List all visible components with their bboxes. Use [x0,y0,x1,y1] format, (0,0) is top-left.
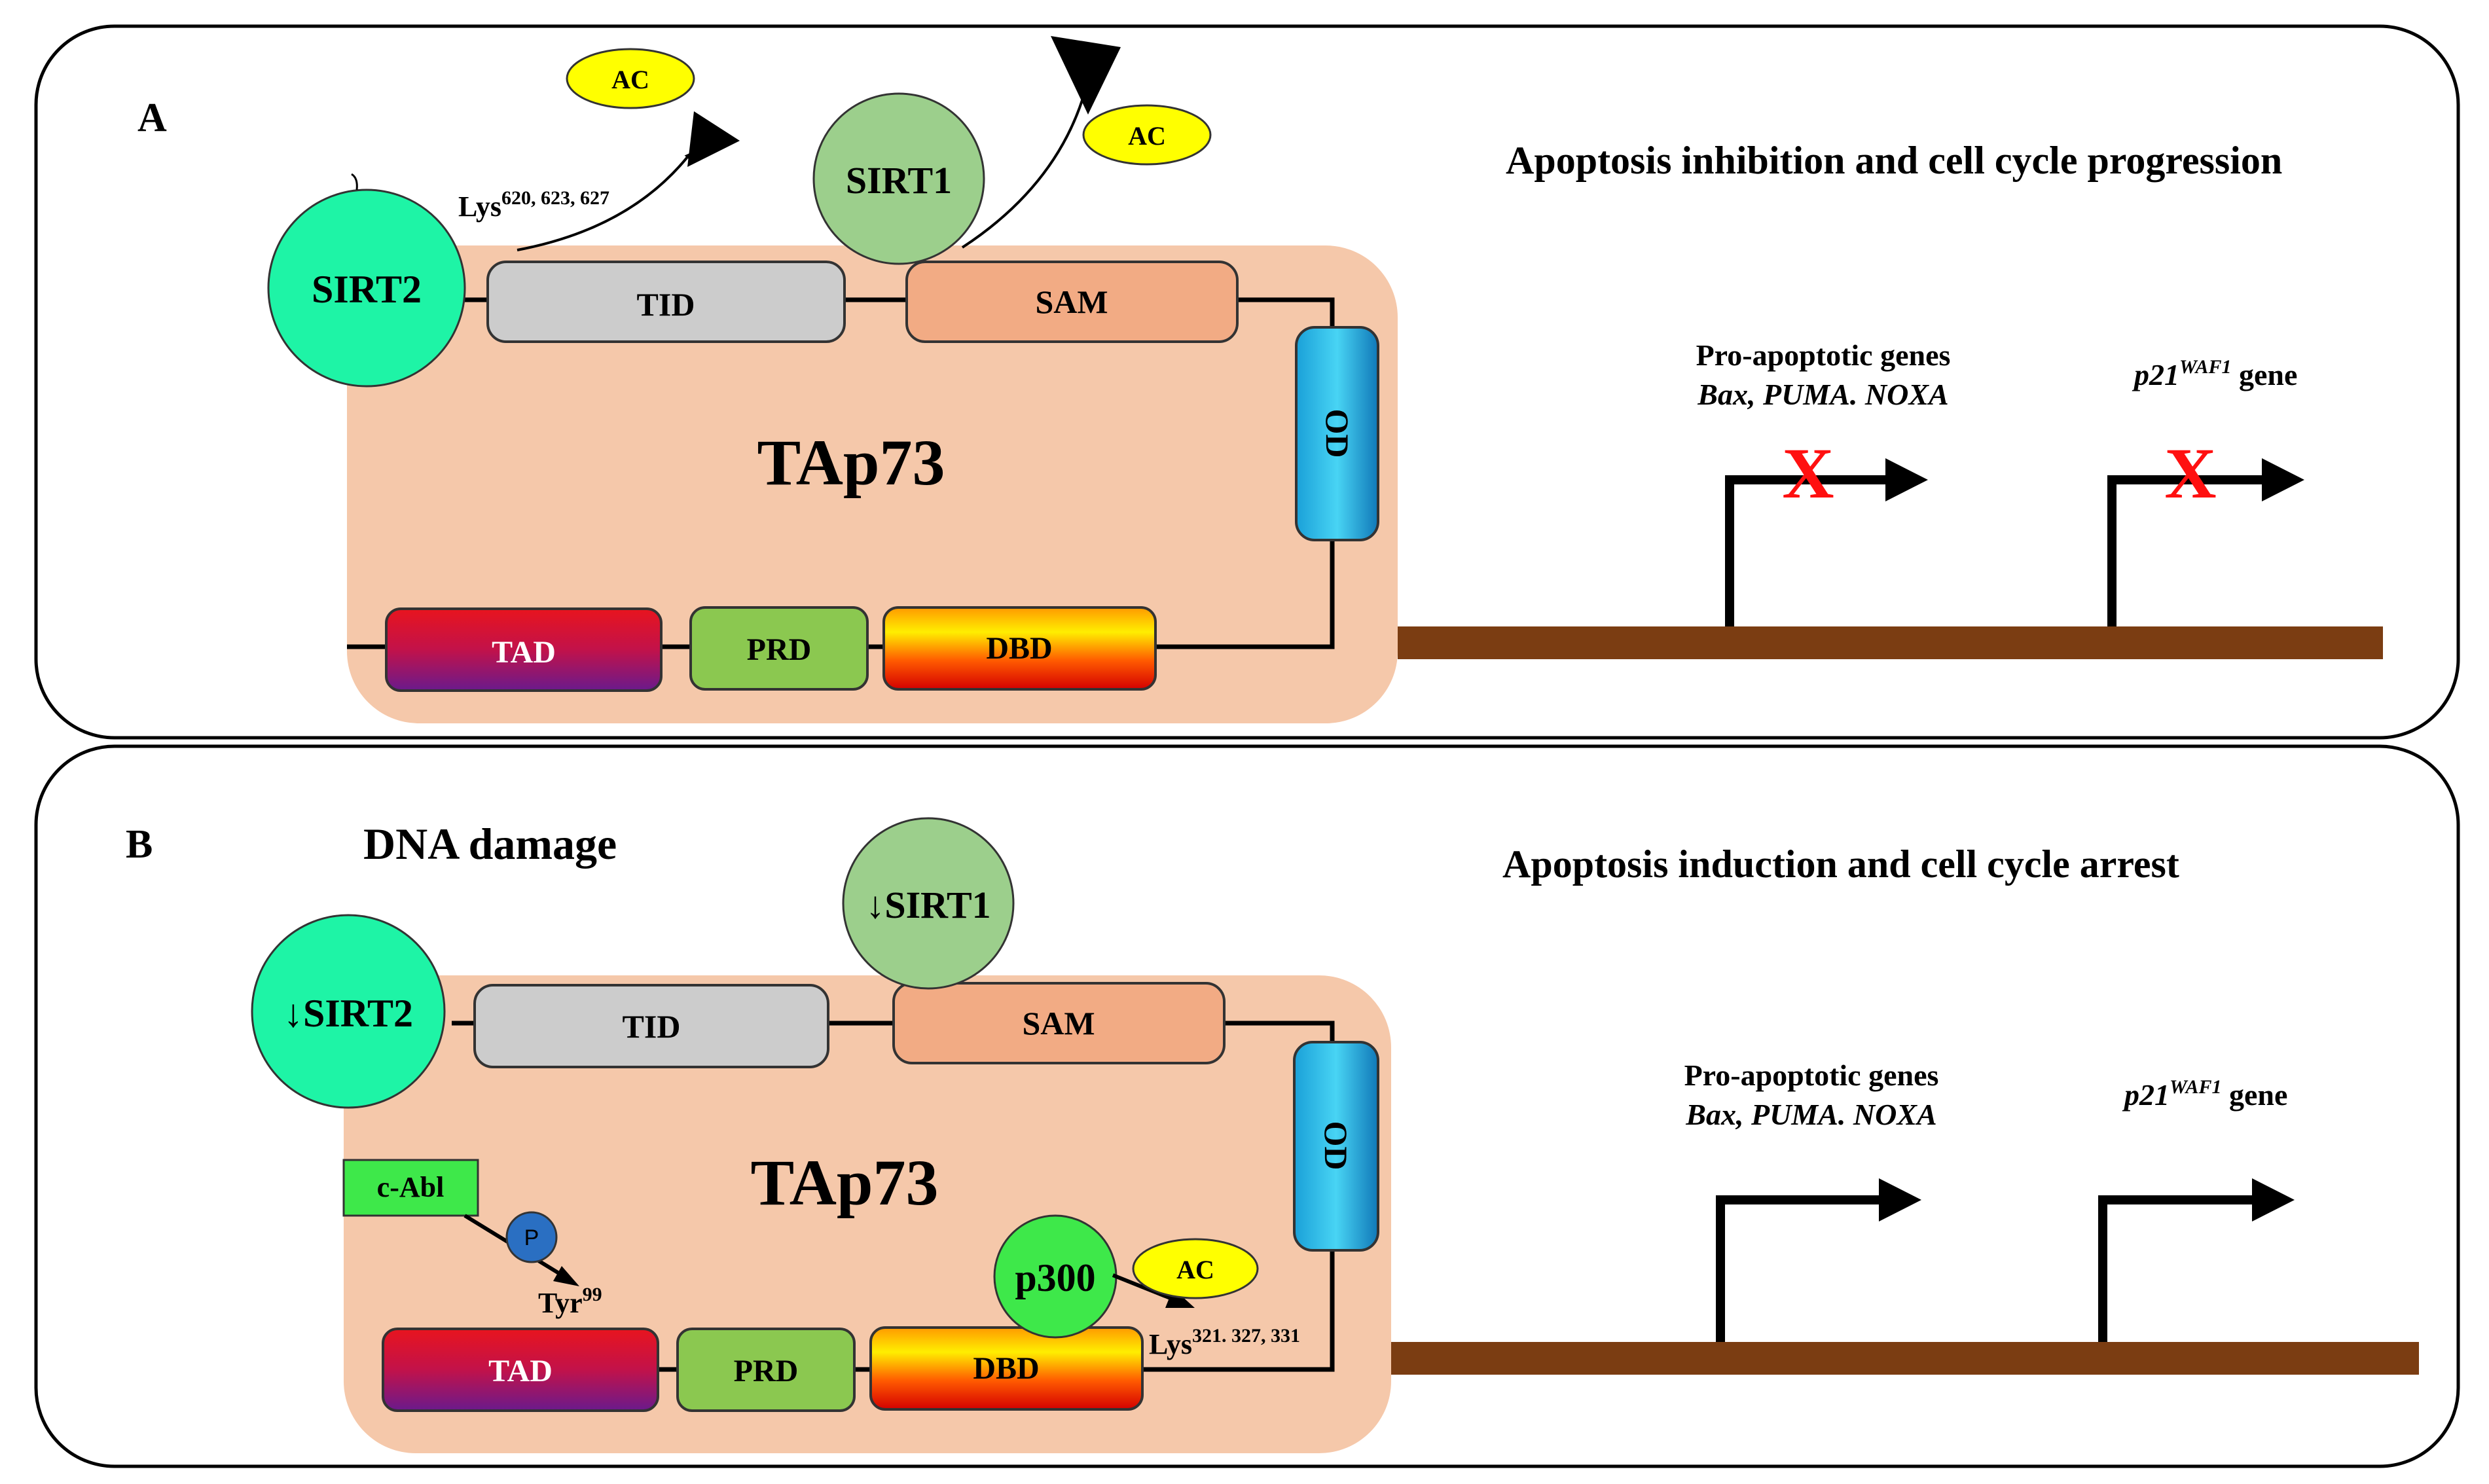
tap73-title-b: TAp73 [750,1146,938,1219]
lys-label-a: Lys620, 623, 627 [458,187,609,223]
promoter-arrow-b2 [2098,1178,2295,1342]
tid-label-a: TID [637,286,695,323]
tap73-body-a [347,245,1398,723]
sam-domain-a [905,261,1239,343]
sam-domain-b [892,982,1226,1064]
tyr-label: Tyr99 [538,1284,602,1319]
prd-domain-b [676,1328,856,1412]
cabl-box [342,1159,479,1217]
backbone-a [347,297,1335,649]
pro-apoptotic-title-a: Pro-apoptotic genes [1696,338,1951,372]
sirt2-tail-a [351,173,358,190]
dbd-domain-b [869,1326,1144,1411]
panel-b-outcome: Apoptosis induction and cell cycle arres… [1502,842,2179,886]
dbd-label-a: DBD [986,631,1052,666]
tid-domain-a [486,261,846,343]
od-label-b: OD [1318,1121,1354,1170]
panel-b: B DNA damage Apoptosis induction and cel… [34,744,2460,1468]
prd-domain-a [689,606,869,691]
ac-label-a2: AC [1128,121,1166,151]
panel-a: A Apoptosis inhibition and cell cycle pr… [34,24,2460,740]
tid-label-b: TID [623,1008,681,1045]
od-domain-a [1295,326,1379,541]
promoter-arrow-a2 [2107,458,2304,626]
cabl-arrowhead [553,1266,579,1286]
p21-label-a: p21WAF1 gene [2132,356,2297,391]
sirt2-label-b: ↓SIRT2 [283,992,413,1035]
panel-a-label: A [137,96,167,140]
cabl-label: c-Abl [377,1171,445,1203]
sirt2-arrowhead-a [687,111,740,167]
tad-domain-b [382,1328,659,1412]
od-domain-b [1293,1041,1379,1252]
ac-ellipse-b [1132,1238,1259,1299]
sam-label-b: SAM [1022,1005,1095,1041]
panel-b-label: B [126,822,153,867]
tid-domain-b [473,984,829,1068]
pro-apoptotic-title-b: Pro-apoptotic genes [1684,1059,1939,1092]
sirt1-arrowhead-a [1051,36,1121,115]
phospho-circle [505,1211,558,1263]
block-mark-a1: X [1782,433,1834,513]
sirt2-arrow-a [517,153,691,251]
tad-domain-a [385,607,663,692]
ac-ellipse-a1 [566,48,695,109]
promoter-arrow-a1 [1725,458,1928,626]
pro-apoptotic-list-b: Bax, PUMA. NOXA [1685,1098,1936,1131]
p300-label: p300 [1015,1256,1095,1299]
block-mark-a2: X [2164,433,2216,513]
sirt2-circle-a [267,189,466,388]
ac-ellipse-a2 [1082,104,1212,166]
tap73-title-a: TAp73 [757,426,945,499]
dna-strand-a [1398,626,2383,659]
p21-label-b: p21WAF1 gene [2122,1076,2287,1112]
lys-label-b: Lys321. 327, 331 [1149,1325,1300,1360]
od-label-a: OD [1319,409,1356,458]
backbone-b [383,1021,1335,1372]
panel-a-outcome: Apoptosis inhibition and cell cycle prog… [1506,139,2282,182]
sirt1-arrow-a [961,84,1088,249]
tad-label-b: TAD [488,1354,553,1388]
dbd-domain-a [882,606,1157,691]
sirt1-circle-b [842,817,1015,990]
dna-strand-b [1391,1342,2419,1375]
sirt1-circle-a [812,92,985,265]
sam-label-a: SAM [1035,283,1108,320]
ac-label-a1: AC [611,65,649,94]
promoter-arrow-b1 [1716,1178,1921,1342]
ac-label-b: AC [1176,1255,1214,1284]
sirt2-circle-b [251,914,446,1109]
prd-label-b: PRD [734,1354,799,1388]
phospho-label: P [524,1225,539,1250]
dbd-label-b: DBD [973,1351,1039,1386]
dna-damage-label: DNA damage [363,819,617,869]
prd-label-a: PRD [747,632,812,667]
sirt2-label-a: SIRT2 [312,268,422,311]
tad-label-a: TAD [492,635,556,670]
sirt1-label-b: ↓SIRT1 [865,884,990,926]
sirt1-label-a: SIRT1 [846,159,952,202]
pro-apoptotic-list-a: Bax, PUMA. NOXA [1697,378,1948,411]
